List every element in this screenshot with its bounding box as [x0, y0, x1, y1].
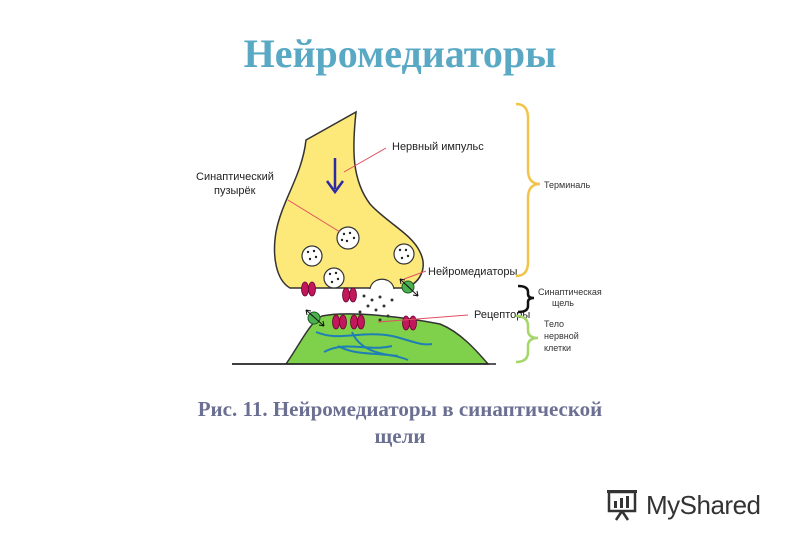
terminal-brace — [515, 102, 541, 278]
figure-caption: Рис. 11. Нейромедиаторы в синаптической … — [100, 396, 700, 450]
pointer-lines — [287, 147, 469, 323]
label-body-line2: нервной — [544, 331, 579, 341]
vesicle — [301, 245, 323, 267]
receptor-proteins — [332, 314, 417, 331]
label-vesicle-line2: пузырёк — [214, 185, 256, 197]
presentation-board-icon — [607, 490, 637, 521]
label-cleft-line2: щель — [552, 298, 574, 308]
impulse-arrow — [325, 158, 345, 195]
exocytosis-vesicle — [369, 278, 395, 290]
vesicle — [323, 267, 345, 289]
transporter-top — [399, 278, 419, 297]
cleft-brace — [517, 284, 535, 314]
logo-text: MyShared — [646, 489, 761, 520]
nerve-cell-body — [232, 313, 490, 365]
body-brace — [515, 314, 539, 364]
vesicle — [393, 243, 415, 265]
transporter-bottom — [305, 309, 325, 327]
presynaptic-proteins — [301, 281, 357, 303]
caption-line1: Рис. 11. Нейромедиаторы в синаптической — [197, 397, 603, 421]
label-impulse: Нервный импульс — [392, 141, 484, 153]
page-title: Нейромедиаторы — [243, 31, 557, 76]
neurotransmitter-particles — [358, 294, 394, 322]
label-terminal: Терминаль — [544, 180, 590, 190]
label-receptors: Рецепторы — [474, 309, 530, 321]
synaptic-vesicles — [301, 226, 415, 289]
label-vesicle-line1: Синаптический — [196, 171, 274, 183]
label-body-line1: Тело — [544, 319, 564, 329]
synapse-diagram: Нервный импульс Синаптический пузырёк Не… — [196, 102, 602, 365]
presynaptic-terminal — [273, 110, 424, 289]
vesicle — [336, 226, 360, 250]
label-body-line3: клетки — [544, 343, 571, 353]
cell-fibers — [315, 331, 433, 361]
vesicle-contents — [306, 231, 410, 284]
label-cleft-line1: Синаптическая — [538, 287, 602, 297]
label-neurotransmitters: Нейромедиаторы — [428, 266, 517, 278]
myshared-logo: MyShared — [606, 488, 761, 522]
caption-line2: щели — [374, 424, 426, 448]
